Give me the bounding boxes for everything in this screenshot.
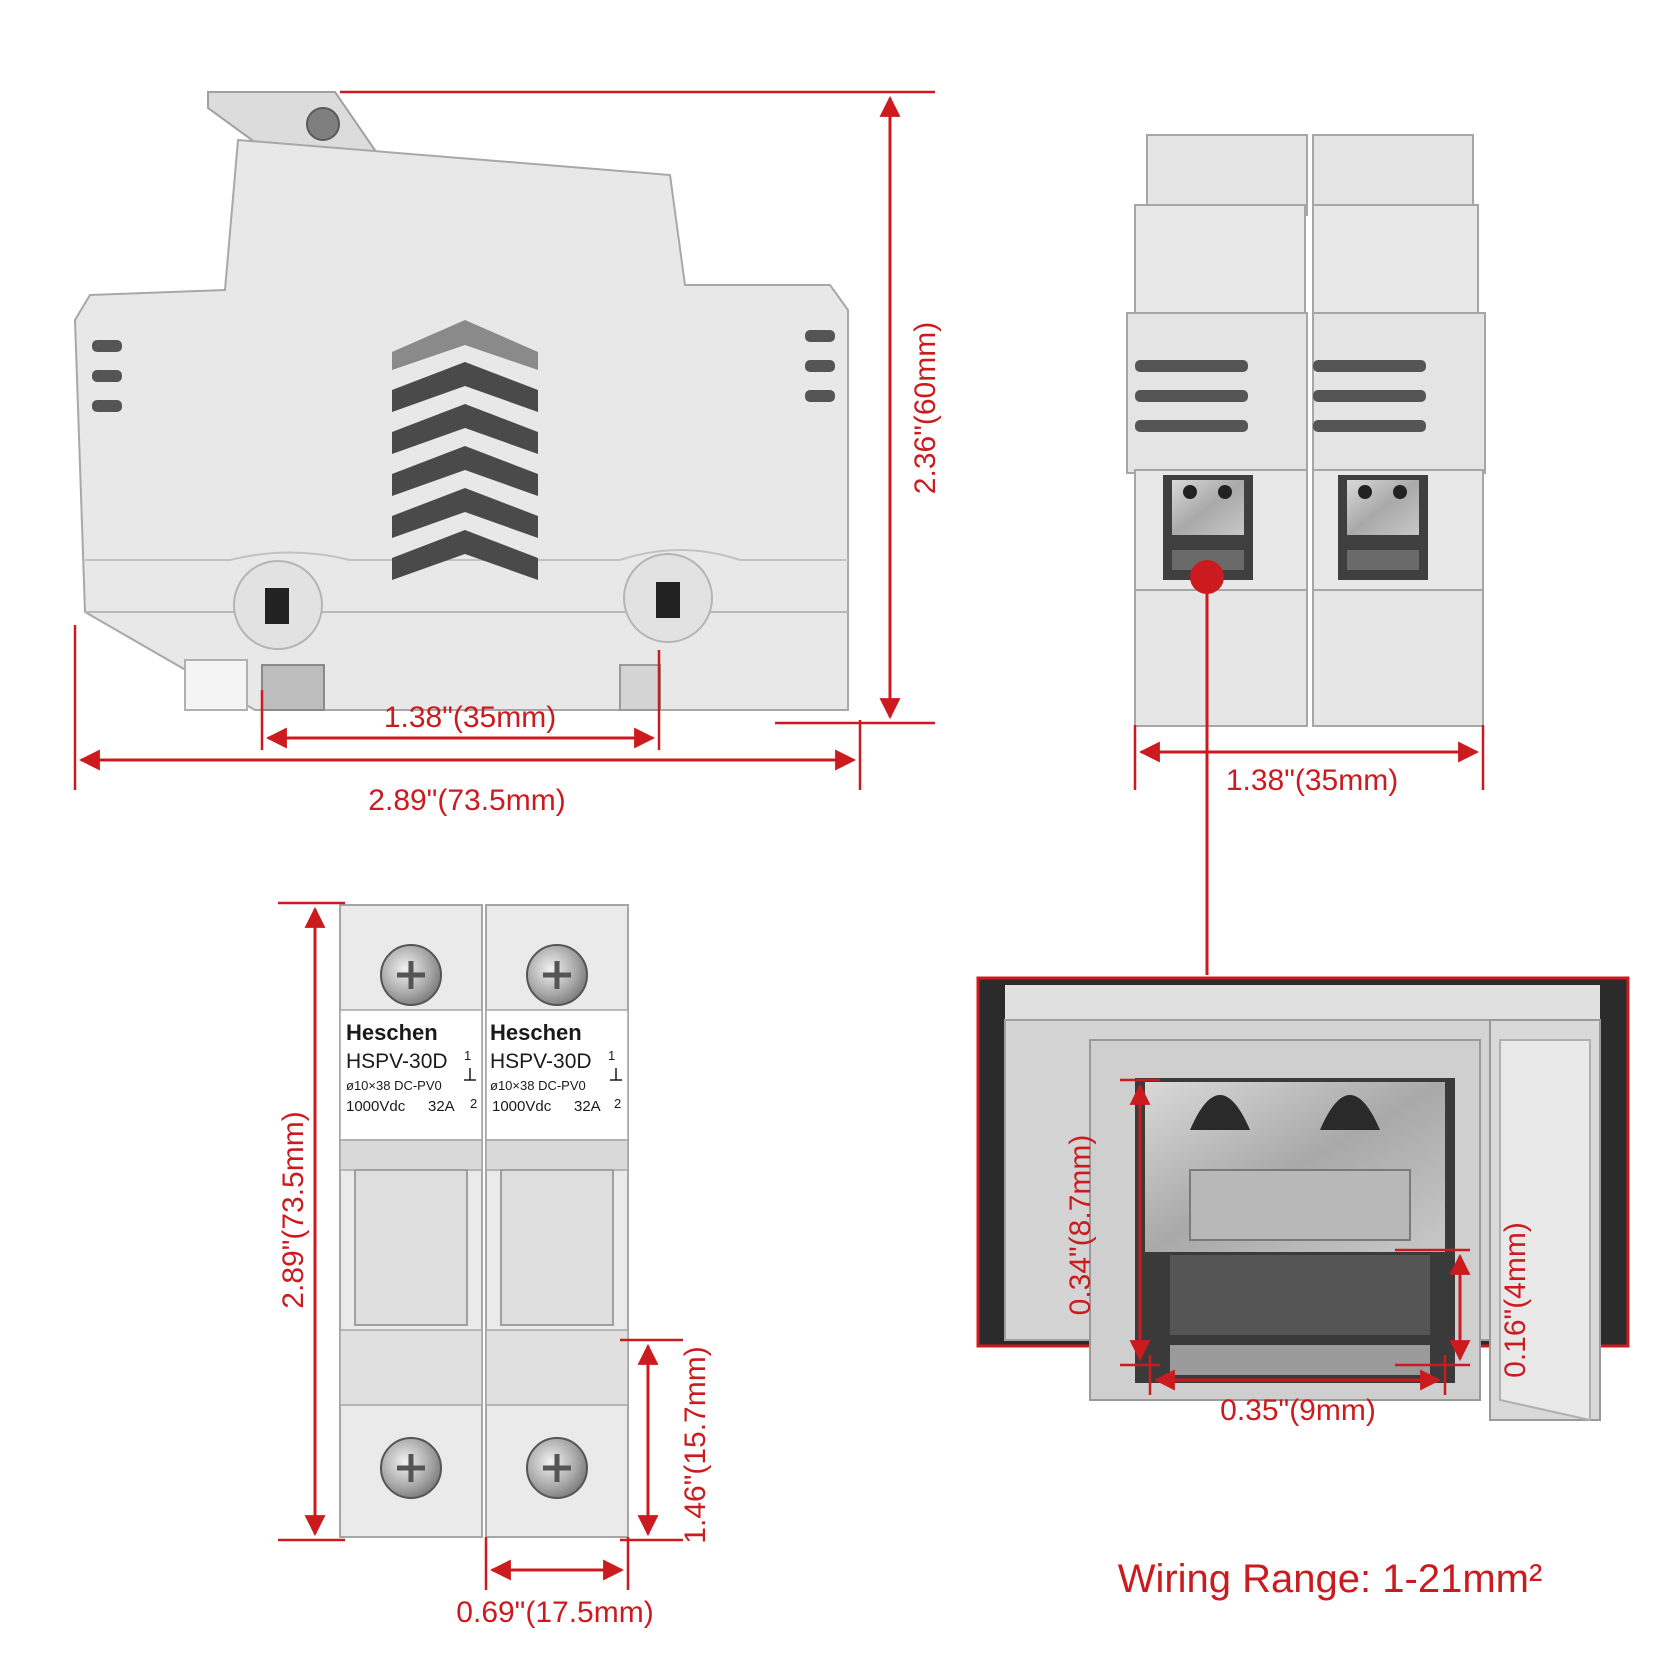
terminal-height-label: 0.34"(8.7mm) [1064, 1135, 1097, 1316]
label-model-1: HSPV-30D [346, 1050, 448, 1073]
front-height-label: 2.89"(73.5mm) [277, 1111, 310, 1308]
terminal-gap-label: 0.16"(4mm) [1499, 1222, 1532, 1378]
label-current-2: 32A [574, 1098, 601, 1115]
front-view: Heschen HSPV-30D 1 2 ø10×38 DC-PV0 1000V… [339, 904, 629, 1538]
label-voltage-1: 1000Vdc [346, 1098, 406, 1115]
screw-bottom-1 [380, 1437, 442, 1499]
screw-top-1 [380, 944, 442, 1006]
label-pole-1: Heschen HSPV-30D 1 2 ø10×38 DC-PV0 1000V… [346, 1020, 477, 1115]
side-dimensions: 2.36"(60mm) 2.89"(73.5mm) 1.38"(35mm) [73, 90, 942, 817]
label-voltage-2: 1000Vdc [492, 1098, 552, 1115]
end-vents [1135, 360, 1426, 432]
side-height-label: 2.36"(60mm) [909, 322, 942, 494]
screw-top-2 [526, 944, 588, 1006]
label-pole-mark-1b: 1 [608, 1048, 615, 1063]
terminal-width-label: 0.35"(9mm) [1220, 1394, 1376, 1427]
label-current-1: 32A [428, 1098, 455, 1115]
front-dimensions: 2.89"(73.5mm) 1.46"(15.7mm) 0.69"(17.5mm… [277, 901, 712, 1629]
front-lower-height-label: 1.46"(15.7mm) [679, 1346, 712, 1543]
lever-pin [306, 107, 340, 141]
front-pole-width-label: 0.69"(17.5mm) [456, 1596, 653, 1629]
end-width-label: 1.38"(35mm) [1226, 764, 1398, 797]
side-view [73, 91, 849, 711]
side-rail-label: 1.38"(35mm) [384, 701, 556, 734]
side-vents-left [92, 340, 122, 412]
end-view [1126, 134, 1486, 727]
chevron-vents [392, 320, 538, 580]
end-terminal-b [1338, 475, 1428, 580]
label-pole-mark-2: 2 [470, 1096, 477, 1111]
side-width-label: 2.89"(73.5mm) [368, 784, 565, 817]
terminal-callout-dot [1190, 560, 1224, 594]
label-fuse-size-1: ø10×38 DC-PV0 [346, 1078, 442, 1093]
end-dimensions: 1.38"(35mm) [1133, 594, 1485, 975]
label-pole-2: Heschen HSPV-30D 1 2 ø10×38 DC-PV0 1000V… [490, 1020, 622, 1115]
wiring-range-caption: Wiring Range: 1-21mm² [1118, 1557, 1543, 1601]
screw-bottom-2 [526, 1437, 588, 1499]
label-pole-mark-2b: 2 [614, 1096, 621, 1111]
label-fuse-size-2: ø10×38 DC-PV0 [490, 1078, 586, 1093]
label-brand-2: Heschen [490, 1020, 582, 1045]
terminal-dimensions: 0.34"(8.7mm) 0.35"(9mm) 0.16"(4mm) [1064, 1078, 1532, 1427]
label-model-2: HSPV-30D [490, 1050, 592, 1073]
terminal-detail [976, 976, 1630, 1422]
side-vents-right [805, 330, 835, 402]
label-brand-1: Heschen [346, 1020, 438, 1045]
label-pole-mark-1: 1 [464, 1048, 471, 1063]
